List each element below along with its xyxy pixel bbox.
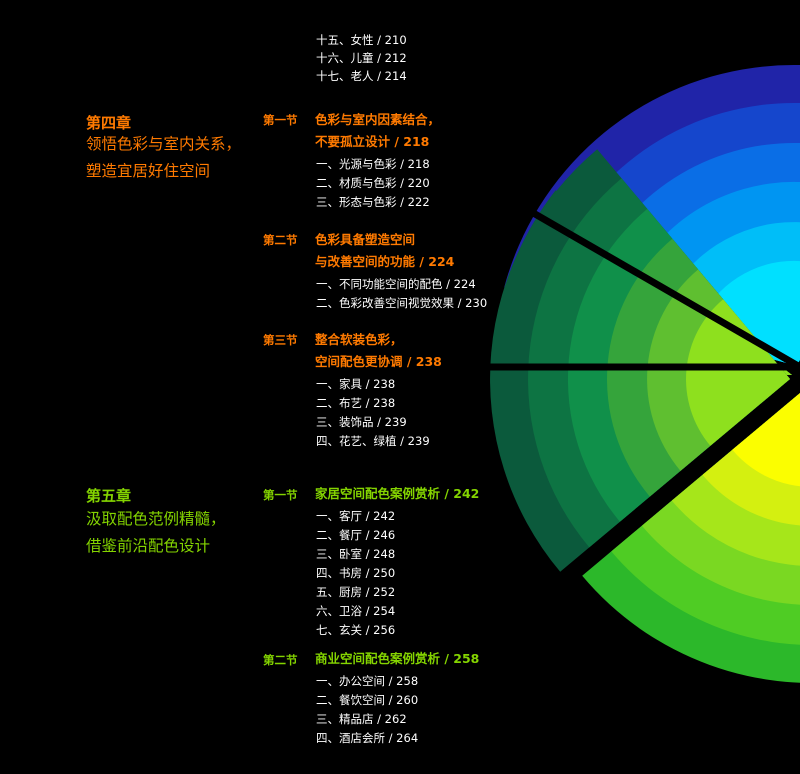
toc-item: 五、厨房 / 252 — [316, 585, 396, 599]
chapter-4-title-line1: 领悟色彩与室内关系， — [86, 135, 242, 153]
toc-item: 一、家具 / 238 — [316, 377, 396, 391]
toc-item: 六、卫浴 / 254 — [316, 604, 396, 618]
ch4-section-1-title-line2: 不要孤立设计 / 218 — [315, 134, 430, 149]
ch4-section-3-title-line2: 空间配色更协调 / 238 — [315, 354, 442, 369]
toc-item: 三、精品店 / 262 — [316, 712, 407, 726]
toc-item: 三、形态与色彩 / 222 — [316, 195, 430, 209]
toc-item: 四、酒店会所 / 264 — [316, 731, 419, 745]
ch5-section-2-label: 第二节 — [263, 653, 298, 667]
wheel-segment-dark-green-main-ring-6 — [686, 299, 790, 446]
chapter-5-title-line1: 汲取配色范例精髓， — [86, 510, 226, 528]
ch4-section-1-label: 第一节 — [263, 113, 298, 127]
chapter-4-title-line2: 塑造宜居好住空间 — [86, 162, 211, 180]
toc-item-children: 十六、儿童 / 212 — [316, 51, 407, 65]
ch4-section-2-label: 第二节 — [263, 233, 298, 247]
toc-item: 二、餐饮空间 / 260 — [316, 693, 419, 707]
ch5-section-2-title: 商业空间配色案例赏析 / 258 — [315, 651, 480, 666]
ch4-section-2-title-line1: 色彩具备塑造空间 — [315, 232, 416, 247]
wheel-segment-yellow-green-ring-6 — [732, 393, 800, 487]
ch4-section-1-title-line1: 色彩与室内因素结合， — [315, 112, 441, 127]
toc-item: 三、装饰品 / 239 — [316, 415, 407, 429]
wheel-segment-yellow-green — [582, 393, 800, 683]
toc-item: 一、不同功能空间的配色 / 224 — [316, 277, 476, 291]
toc-item-women: 十五、女性 / 210 — [316, 33, 407, 47]
toc-item: 二、布艺 / 238 — [316, 396, 396, 410]
ch4-section-3-label: 第三节 — [263, 333, 298, 347]
ch5-section-1-label: 第一节 — [263, 488, 298, 502]
toc-item: 四、书房 / 250 — [316, 566, 396, 580]
toc-item: 一、办公空间 / 258 — [316, 674, 419, 688]
toc-item: 二、材质与色彩 / 220 — [316, 176, 430, 190]
chapter-5-title-line2: 借鉴前沿配色设计 — [86, 537, 211, 555]
toc-item-elderly: 十七、老人 / 214 — [316, 69, 407, 83]
toc-item: 七、玄关 / 256 — [316, 623, 396, 637]
toc-item: 一、客厅 / 242 — [316, 509, 396, 523]
toc-item: 二、色彩改善空间视觉效果 / 230 — [316, 296, 488, 310]
toc-item: 四、花艺、绿植 / 239 — [316, 434, 430, 448]
ch4-section-3-title-line1: 整合软装色彩， — [315, 332, 403, 347]
chapter-4-label: 第四章 — [86, 114, 132, 132]
toc-item: 二、餐厅 / 246 — [316, 528, 396, 542]
ch5-section-1-title: 家居空间配色案例赏析 / 242 — [315, 486, 480, 501]
toc-item: 三、卧室 / 248 — [316, 547, 396, 561]
toc-item: 一、光源与色彩 / 218 — [316, 157, 430, 171]
chapter-5-label: 第五章 — [86, 487, 132, 505]
wheel-separator-1 — [521, 203, 800, 371]
ch4-section-2-title-line2: 与改善空间的功能 / 224 — [315, 254, 455, 269]
